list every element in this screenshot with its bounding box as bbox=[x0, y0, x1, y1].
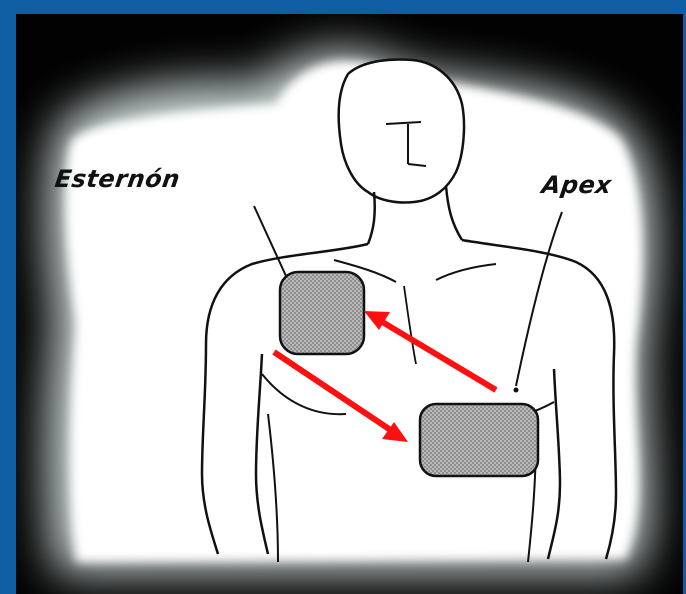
label-apex: Apex bbox=[540, 171, 613, 199]
pad-esternon bbox=[280, 272, 364, 354]
apex-point bbox=[514, 388, 519, 393]
label-esternon: Esternón bbox=[53, 165, 182, 193]
torso-diagram bbox=[16, 14, 683, 594]
head bbox=[339, 60, 464, 203]
image-panel: Esternón Apex bbox=[16, 14, 683, 594]
pad-apex bbox=[420, 404, 538, 476]
